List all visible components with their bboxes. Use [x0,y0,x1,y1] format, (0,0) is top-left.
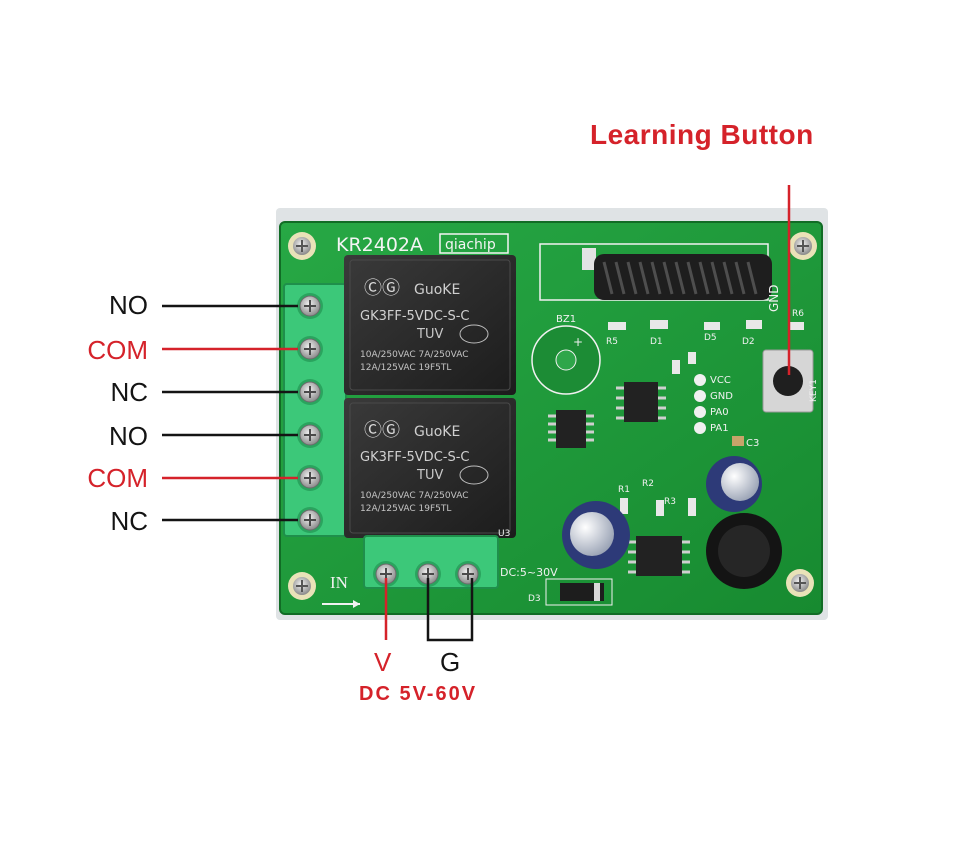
ic-chip-icon [628,536,690,576]
diode-icon [545,578,613,606]
terminal-screw-icon [373,561,399,587]
relay-1: ⒸⒼ GuoKE GK3FF-5VDC-S-C TUV 10A/250VAC 7… [344,255,516,395]
relay-cert: TUV [416,468,443,483]
relay-rating-2: 12A/125VAC 19F5TL [360,504,451,514]
relay-2: ⒸⒼ GuoKE GK3FF-5VDC-S-C TUV 10A/250VAC 7… [344,398,516,538]
relay-rating-1: 10A/250VAC 7A/250VAC [360,350,469,360]
inductor-icon [706,513,782,589]
terminal-screw-icon [297,507,323,533]
svg-text:+: + [573,335,583,349]
svg-text:R1: R1 [618,485,630,495]
terminal-screw-icon [297,336,323,362]
terminal-label-nc-2: NC [110,506,148,536]
relay-logo-icon: ⒸⒼ [364,278,400,299]
relay-logo-icon: ⒸⒼ [364,420,400,441]
svg-text:PA0: PA0 [710,407,729,418]
diode-label: D3 [528,594,541,604]
buzzer-icon: + [531,325,601,395]
terminal-label-com-1: COM [87,335,148,365]
relay-cert: TUV [416,327,443,342]
pin-labels: VCC GND PA0 PA1 [710,375,733,434]
terminal-label-no-1: NO [109,290,148,320]
ic-chip-icon [616,382,666,422]
rf-module-pin [582,248,596,270]
component-silk-labels: R5 D1 R6 D2 R1 R2 R3 D5 U3 [498,309,804,539]
mounting-hole-icon [288,232,316,260]
terminal-screw-icon [297,465,323,491]
board-model-label: KR2402A [336,234,423,256]
relay-rating-2: 12A/125VAC 19F5TL [360,363,451,373]
relay-brand: GuoKE [414,424,460,440]
antenna-coil-icon [594,254,772,300]
terminal-label-nc-1: NC [110,377,148,407]
relay-model: GK3FF-5VDC-S-C [360,309,469,324]
smd-components [608,320,804,516]
learning-push-button-icon [762,349,814,413]
in-label: IN [330,573,348,592]
terminal-label-no-2: NO [109,421,148,451]
g-lead-bracket [426,578,474,642]
terminal-leader-lines [162,304,298,522]
gnd-silk: GND [767,284,781,312]
relay-brand: GuoKE [414,282,460,298]
mounting-hole-icon [288,572,316,600]
mounting-hole-icon [786,569,814,597]
svg-text:R6: R6 [792,309,804,319]
buzzer-label: BZ1 [556,314,576,325]
power-range-label: DC 5V-60V [359,683,478,705]
svg-text:PA1: PA1 [710,423,729,434]
terminal-screw-icon [297,422,323,448]
capacitor-icon [562,501,630,569]
svg-text:R3: R3 [664,497,676,507]
svg-text:VCC: VCC [710,375,731,386]
cap-label: C3 [746,438,759,449]
svg-text:GND: GND [710,391,733,402]
power-v-label: V [374,647,392,677]
key-label: KEY1 [809,379,819,402]
dc-input-label: DC:5~30V [500,566,558,579]
brand-frame [439,233,509,254]
svg-text:D2: D2 [742,337,755,347]
arrow-head-icon [353,600,360,608]
terminal-label-com-2: COM [87,463,148,493]
mounting-hole-icon [789,232,817,260]
pin-header [694,374,706,434]
svg-text:D1: D1 [650,337,663,347]
terminal-screw-icon [297,293,323,319]
terminal-screw-icon [455,561,481,587]
relay-rating-1: 10A/250VAC 7A/250VAC [360,491,469,501]
terminal-screws [297,293,323,533]
capacitor-icon [706,456,762,512]
cqc-mark-icon [459,324,489,344]
cqc-mark-icon [459,465,489,485]
relay-model: GK3FF-5VDC-S-C [360,450,469,465]
learning-button-label: Learning Button [590,119,814,150]
svg-text:U3: U3 [498,529,510,539]
svg-text:R5: R5 [606,337,618,347]
board-brand-label: qiachip [445,237,496,253]
svg-text:D5: D5 [704,333,717,343]
relay-terminal-block [283,283,347,537]
svg-text:R2: R2 [642,479,654,489]
terminal-screw-icon [297,379,323,405]
ic-chip-icon [548,410,594,448]
power-g-label: G [440,647,461,677]
